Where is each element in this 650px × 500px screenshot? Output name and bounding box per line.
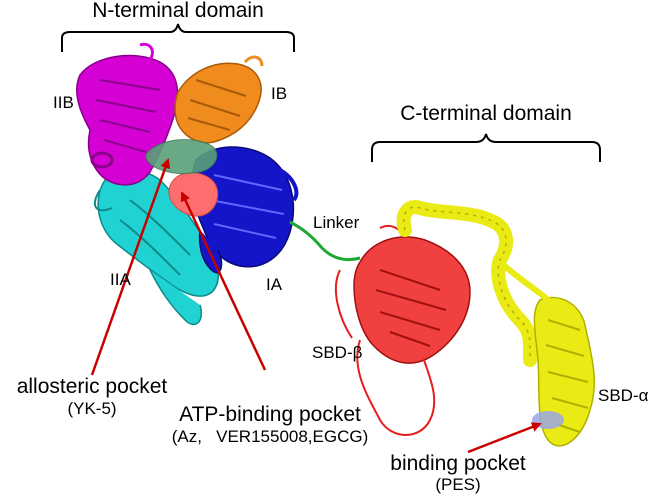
n-terminal-bracket [61, 23, 295, 52]
sbd-alpha-subdomain [396, 200, 596, 447]
atp-pocket-arrow [180, 191, 267, 371]
linker-label: Linker [313, 213, 360, 232]
iia-subdomain [93, 169, 219, 326]
sbd-beta-subdomain [335, 224, 471, 436]
ia-subdomain [191, 146, 299, 274]
iib-label: IIB [53, 93, 74, 112]
iia-label: IIA [110, 270, 131, 289]
c-terminal-domain-label: C-terminal domain [400, 102, 572, 125]
allosteric-pocket-ligand: (YK-5) [67, 399, 116, 418]
ib-label: IB [271, 84, 287, 103]
sbd-alpha-label: SBD-α [598, 386, 649, 405]
linker-strand [289, 220, 361, 262]
ia-label: IA [266, 275, 283, 294]
atp-binding-site [168, 172, 219, 217]
atp-pocket-label: ATP-binding pocket [179, 403, 361, 426]
binding-pocket-arrow [467, 422, 542, 454]
c-terminal-bracket [371, 133, 601, 162]
allosteric-pocket-arrow [90, 158, 171, 376]
binding-pocket-ligand: (PES) [435, 475, 480, 494]
n-terminal-domain-label: N-terminal domain [92, 0, 264, 22]
binding-pocket-label: binding pocket [390, 452, 526, 475]
ib-subdomain [174, 55, 264, 144]
atp-pocket-ligands: (Az, VER155008,EGCG) [172, 427, 369, 446]
allosteric-pocket-label: allosteric pocket [17, 375, 168, 398]
sbd-beta-label: SBD-β [312, 343, 363, 362]
